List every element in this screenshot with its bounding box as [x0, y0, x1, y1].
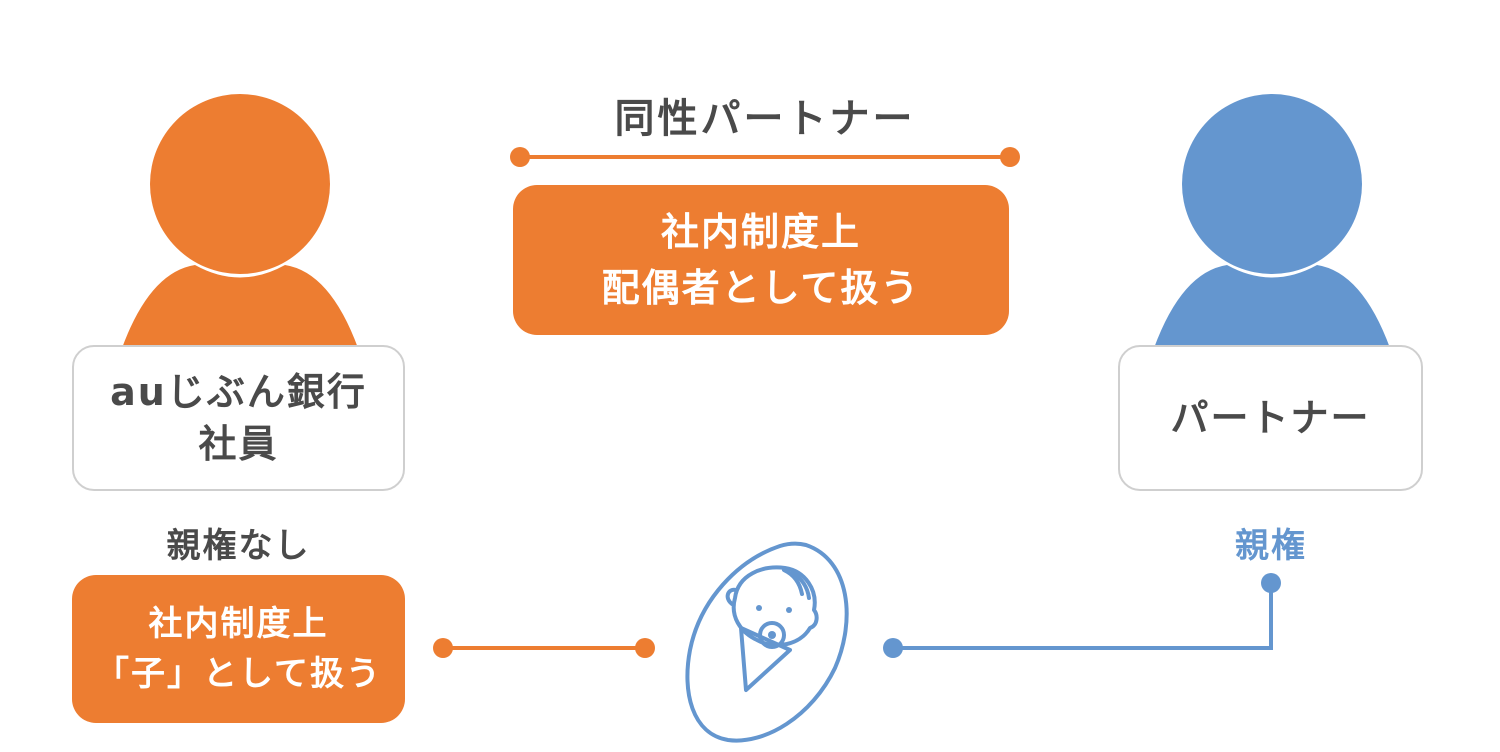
- spouse-treatment-line2: 配偶者として扱う: [601, 266, 921, 310]
- spouse-treatment-box: 社内制度上 配偶者として扱う: [513, 185, 1009, 335]
- employee-label-line2: 社員: [198, 422, 279, 466]
- child-treatment-line1: 社内制度上: [148, 604, 329, 644]
- child-treatment-line2: 「子」として扱う: [95, 654, 382, 694]
- spouse-treatment-line1: 社内制度上: [660, 210, 861, 254]
- relationship-label: 同性パートナー: [614, 96, 916, 142]
- child-treatment-box: 社内制度上 「子」として扱う: [72, 575, 405, 723]
- partner-label-box: パートナー: [1118, 345, 1423, 491]
- partner-custody-text: 親権: [1235, 526, 1307, 566]
- employee-person-icon: [122, 94, 358, 348]
- employee-label-line1: auじぶん銀行: [110, 370, 367, 414]
- baby-icon: [685, 541, 849, 743]
- partner-person-icon: [1154, 94, 1390, 348]
- partner-label: パートナー: [1170, 396, 1371, 440]
- employee-child-connector: [433, 638, 655, 658]
- employee-label-box: auじぶん銀行 社員: [72, 345, 405, 491]
- partnership-connector: [510, 147, 1020, 167]
- partner-custody-connector: [883, 573, 1281, 658]
- employee-custody-text: 親権なし: [166, 526, 311, 566]
